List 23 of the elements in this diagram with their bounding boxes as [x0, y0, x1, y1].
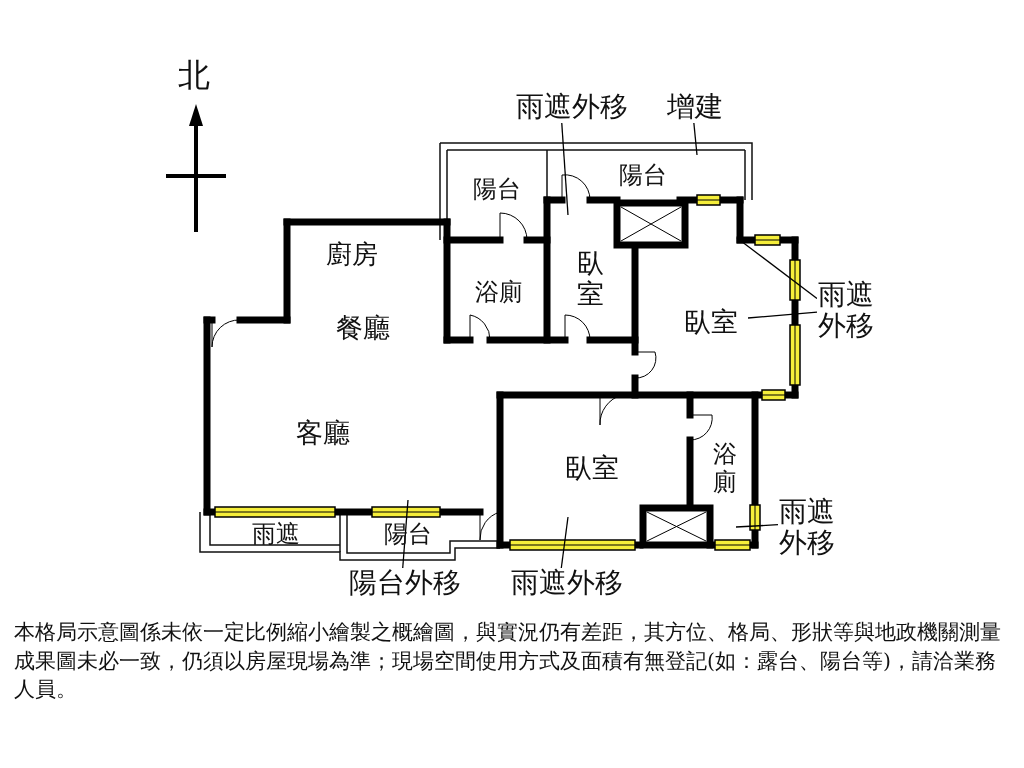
leader-line — [560, 516, 569, 569]
room-label: 浴廁 — [713, 441, 737, 497]
room-label: 臥室 — [577, 247, 604, 310]
room-label: 臥室 — [684, 307, 738, 337]
callout-text: 雨遮外移 — [510, 568, 624, 599]
leader-line — [736, 237, 818, 300]
leader-line — [561, 122, 569, 216]
room-label: 陽台 — [473, 176, 521, 203]
leader-line — [747, 311, 818, 319]
callout-text: 增建 — [666, 92, 724, 123]
room-label: 臥室 — [565, 453, 619, 483]
disclaimer-note: 本格局示意圖係未依一定比例縮小繪製之概繪圖，與實況仍有差距，其方位、格局、形狀等與地政機關測量成果圖未必一致，仍須以房屋現場為準；現場空間使用方式及面積有無登記(如：露台、陽台等)，請洽業務人員。 — [14, 619, 1002, 704]
room-label: 客廳 — [296, 418, 350, 448]
room-label: 廚房 — [326, 240, 378, 269]
room-label: 雨遮 — [252, 521, 300, 548]
leader-line — [693, 122, 698, 156]
callout-text: 陽台外移 — [348, 568, 462, 599]
leader-line — [735, 524, 779, 528]
room-label: 浴廁 — [475, 279, 523, 306]
callout-text: 雨遮外移 — [515, 92, 629, 123]
room-label: 陽台 — [619, 162, 667, 189]
room-label: 餐廳 — [336, 313, 390, 343]
compass-label: 北 — [178, 58, 210, 94]
